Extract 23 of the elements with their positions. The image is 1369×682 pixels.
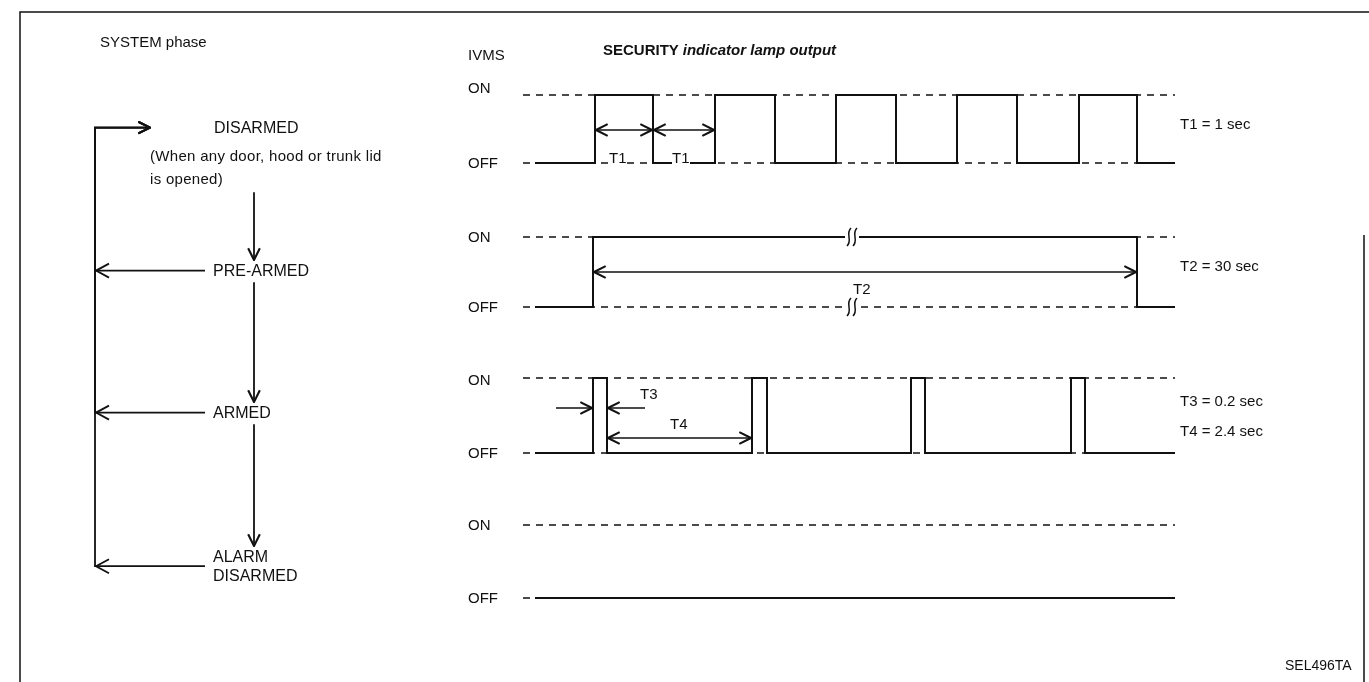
chart-heading: SECURITY indicator lamp output bbox=[603, 41, 837, 59]
level-label: OFF bbox=[468, 298, 498, 316]
phase-name: DISARMED bbox=[213, 118, 300, 138]
phase-note: (When any door, hood or trunk lid is opened) bbox=[150, 146, 383, 189]
level-label: ON bbox=[468, 516, 491, 534]
phase-name: ALARM DISARMED bbox=[213, 547, 299, 586]
period-label: T4 bbox=[670, 415, 688, 433]
phase-name: ARMED bbox=[213, 403, 272, 423]
level-label: OFF bbox=[468, 154, 498, 172]
level-label: ON bbox=[468, 79, 491, 97]
period-label: T3 bbox=[640, 385, 658, 403]
level-label: ON bbox=[468, 228, 491, 246]
level-label: ON bbox=[468, 371, 491, 389]
timing-value: T3 = 0.2 sec bbox=[1180, 392, 1263, 410]
timing-value: T4 = 2.4 sec bbox=[1180, 422, 1263, 440]
section-heading: SYSTEM phase bbox=[100, 33, 207, 51]
phase-name: PRE-ARMED bbox=[213, 261, 310, 281]
figure-code: SEL496TA bbox=[1285, 658, 1352, 674]
level-label: OFF bbox=[468, 444, 498, 462]
level-label: OFF bbox=[468, 589, 498, 607]
timing-value: T2 = 30 sec bbox=[1180, 257, 1259, 275]
timing-value: T1 = 1 sec bbox=[1180, 115, 1251, 133]
column-heading: IVMS bbox=[468, 46, 505, 64]
